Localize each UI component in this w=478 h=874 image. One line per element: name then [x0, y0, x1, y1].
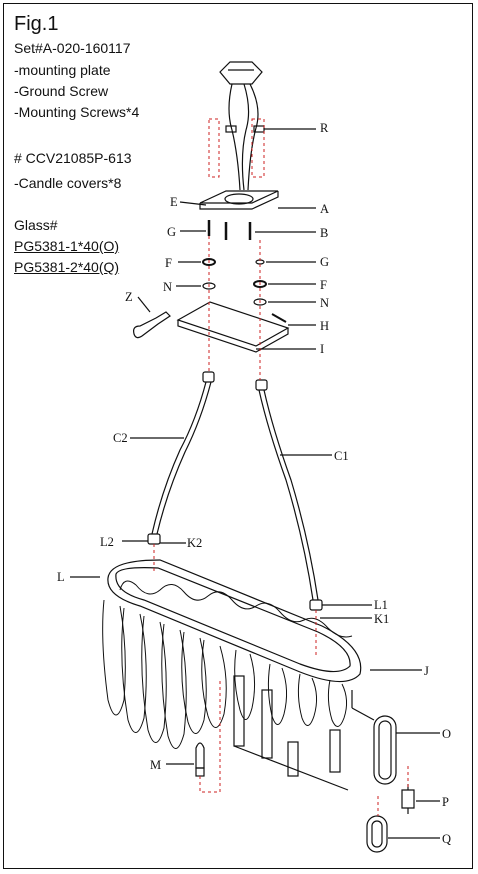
- label-G-right: G: [320, 255, 330, 269]
- figure-title: Fig.1: [14, 13, 59, 35]
- label-A: A: [320, 202, 330, 216]
- cap-L1: [309, 599, 323, 611]
- label-K2: K2: [187, 536, 203, 550]
- glass-O: [373, 715, 397, 785]
- label-C2: C2: [113, 431, 128, 445]
- glass-pendants: [102, 580, 353, 749]
- candle-sleeves: [233, 675, 341, 777]
- label-H: H: [320, 319, 330, 333]
- bulb-M: [195, 742, 205, 769]
- glass-Q: [366, 815, 388, 853]
- connector-R-1: [225, 125, 237, 133]
- label-I: I: [320, 342, 325, 356]
- label-L1: L1: [374, 598, 388, 612]
- set-number: Set#A-020-160117: [14, 40, 131, 56]
- crossbar-I: [176, 301, 290, 347]
- clip-P: [401, 784, 415, 814]
- label-N-left: N: [163, 280, 173, 294]
- label-K1: K1: [374, 612, 390, 626]
- note-candle-covers: -Candle covers*8: [14, 175, 122, 191]
- label-C1: C1: [334, 449, 349, 463]
- oval-frame-J: [107, 559, 362, 683]
- label-Q: Q: [442, 832, 452, 846]
- label-F-left: F: [165, 256, 172, 270]
- glass-heading: Glass#: [14, 217, 58, 233]
- cap-L2: [147, 533, 161, 545]
- label-P: P: [442, 795, 449, 809]
- label-L2: L2: [100, 535, 114, 549]
- canopy-cap: [219, 61, 263, 85]
- figure-frame: [3, 3, 473, 869]
- label-N-right: N: [320, 296, 330, 310]
- label-J: J: [424, 664, 429, 678]
- label-O: O: [442, 727, 452, 741]
- label-F-right: F: [320, 278, 327, 292]
- label-Z: Z: [125, 290, 133, 304]
- rod-top-C1: [255, 379, 268, 391]
- candle-cover-code: # CCV21085P-613: [14, 150, 132, 166]
- label-E: E: [170, 195, 178, 209]
- label-B: B: [320, 226, 329, 240]
- screw-H: [271, 313, 287, 323]
- label-M: M: [150, 758, 162, 772]
- nut-F-left: [202, 258, 216, 266]
- rod-C2: [151, 381, 212, 535]
- label-R: R: [320, 121, 329, 135]
- label-G-left: G: [167, 225, 177, 239]
- supply-wires: [228, 83, 259, 191]
- label-L: L: [57, 570, 65, 584]
- glass-code-o: PG5381-1*40(O): [14, 238, 120, 254]
- note-mounting-plate: -mounting plate: [14, 62, 111, 78]
- washer-N-left: [202, 282, 216, 290]
- rod-C1: [258, 389, 319, 601]
- rod-top-C2: [202, 371, 215, 383]
- note-mounting-screws: -Mounting Screws*4: [14, 104, 140, 120]
- glass-code-q: PG5381-2*40(Q): [14, 259, 120, 275]
- assembly-guide-lines: [153, 118, 409, 816]
- wrench-Z: [133, 311, 171, 339]
- mounting-plate-A: [199, 190, 279, 204]
- note-ground-screw: -Ground Screw: [14, 83, 109, 99]
